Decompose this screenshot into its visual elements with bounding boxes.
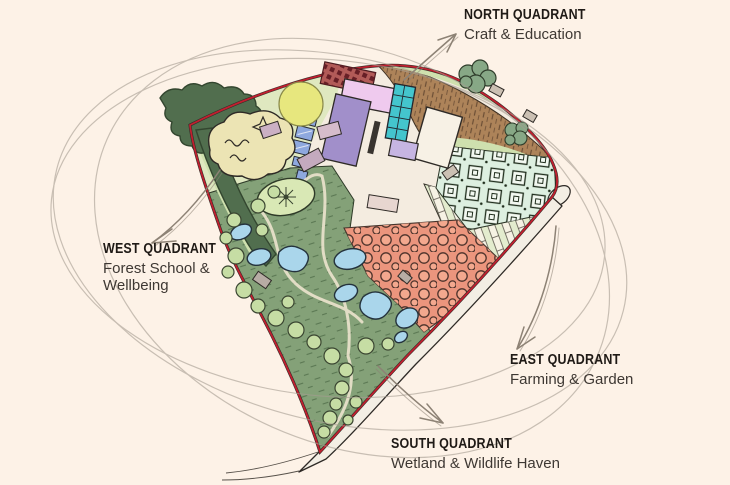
south-quadrant-label: SOUTH QUADRANT Wetland & Wildlife Haven	[391, 435, 560, 472]
east-quadrant-title: EAST QUADRANT	[510, 352, 621, 368]
shrubs	[219, 185, 395, 439]
road-continuation	[221, 451, 319, 481]
play-squiggles	[224, 139, 250, 162]
zone-raised-beds	[435, 145, 557, 231]
wetland-details	[219, 173, 419, 439]
west-quadrant-title: WEST QUADRANT	[103, 241, 217, 257]
canopy-structure	[366, 194, 400, 213]
meadow-deck-3	[296, 147, 326, 173]
building-white	[411, 106, 464, 170]
tree-cluster-east	[504, 121, 529, 146]
north-quadrant-subtitle: Craft & Education	[464, 26, 582, 43]
meadow-deck-2	[316, 120, 343, 141]
south-arrow	[375, 365, 444, 427]
west-quadrant-subtitle: Forest School & Wellbeing	[103, 260, 210, 295]
south-quadrant-title: SOUTH QUADRANT	[391, 436, 512, 452]
wetland-hide-1	[251, 270, 273, 290]
field-shed-2	[522, 108, 538, 124]
west-quadrant-label: WEST QUADRANT Forest School & Wellbeing	[103, 240, 253, 294]
east-quadrant-subtitle: Farming & Garden	[510, 371, 634, 388]
wetland-hide-2	[397, 269, 413, 285]
meadow-details	[207, 81, 343, 181]
tree-cluster-north	[458, 59, 497, 94]
campus-buildings	[290, 61, 464, 213]
building-lavender	[387, 137, 419, 162]
south-quadrant-subtitle: Wetland & Wildlife Haven	[391, 455, 560, 472]
north-arrow	[403, 33, 459, 84]
meadow-deck-1	[258, 120, 282, 140]
courtyard-bench	[367, 120, 381, 155]
sketch-overlay	[50, 37, 628, 459]
tilled-field-texture	[372, 65, 556, 176]
north-quadrant-title: NORTH QUADRANT	[464, 7, 586, 23]
west-arrow	[151, 169, 223, 247]
east-quadrant-label: EAST QUADRANT Farming & Garden	[510, 351, 638, 388]
field-shed-1	[488, 82, 505, 98]
wetland-paths	[260, 173, 364, 438]
tree-canopy	[278, 81, 324, 127]
east-arrow	[516, 225, 560, 352]
north-quadrant-label: NORTH QUADRANT Craft & Education	[464, 6, 605, 43]
